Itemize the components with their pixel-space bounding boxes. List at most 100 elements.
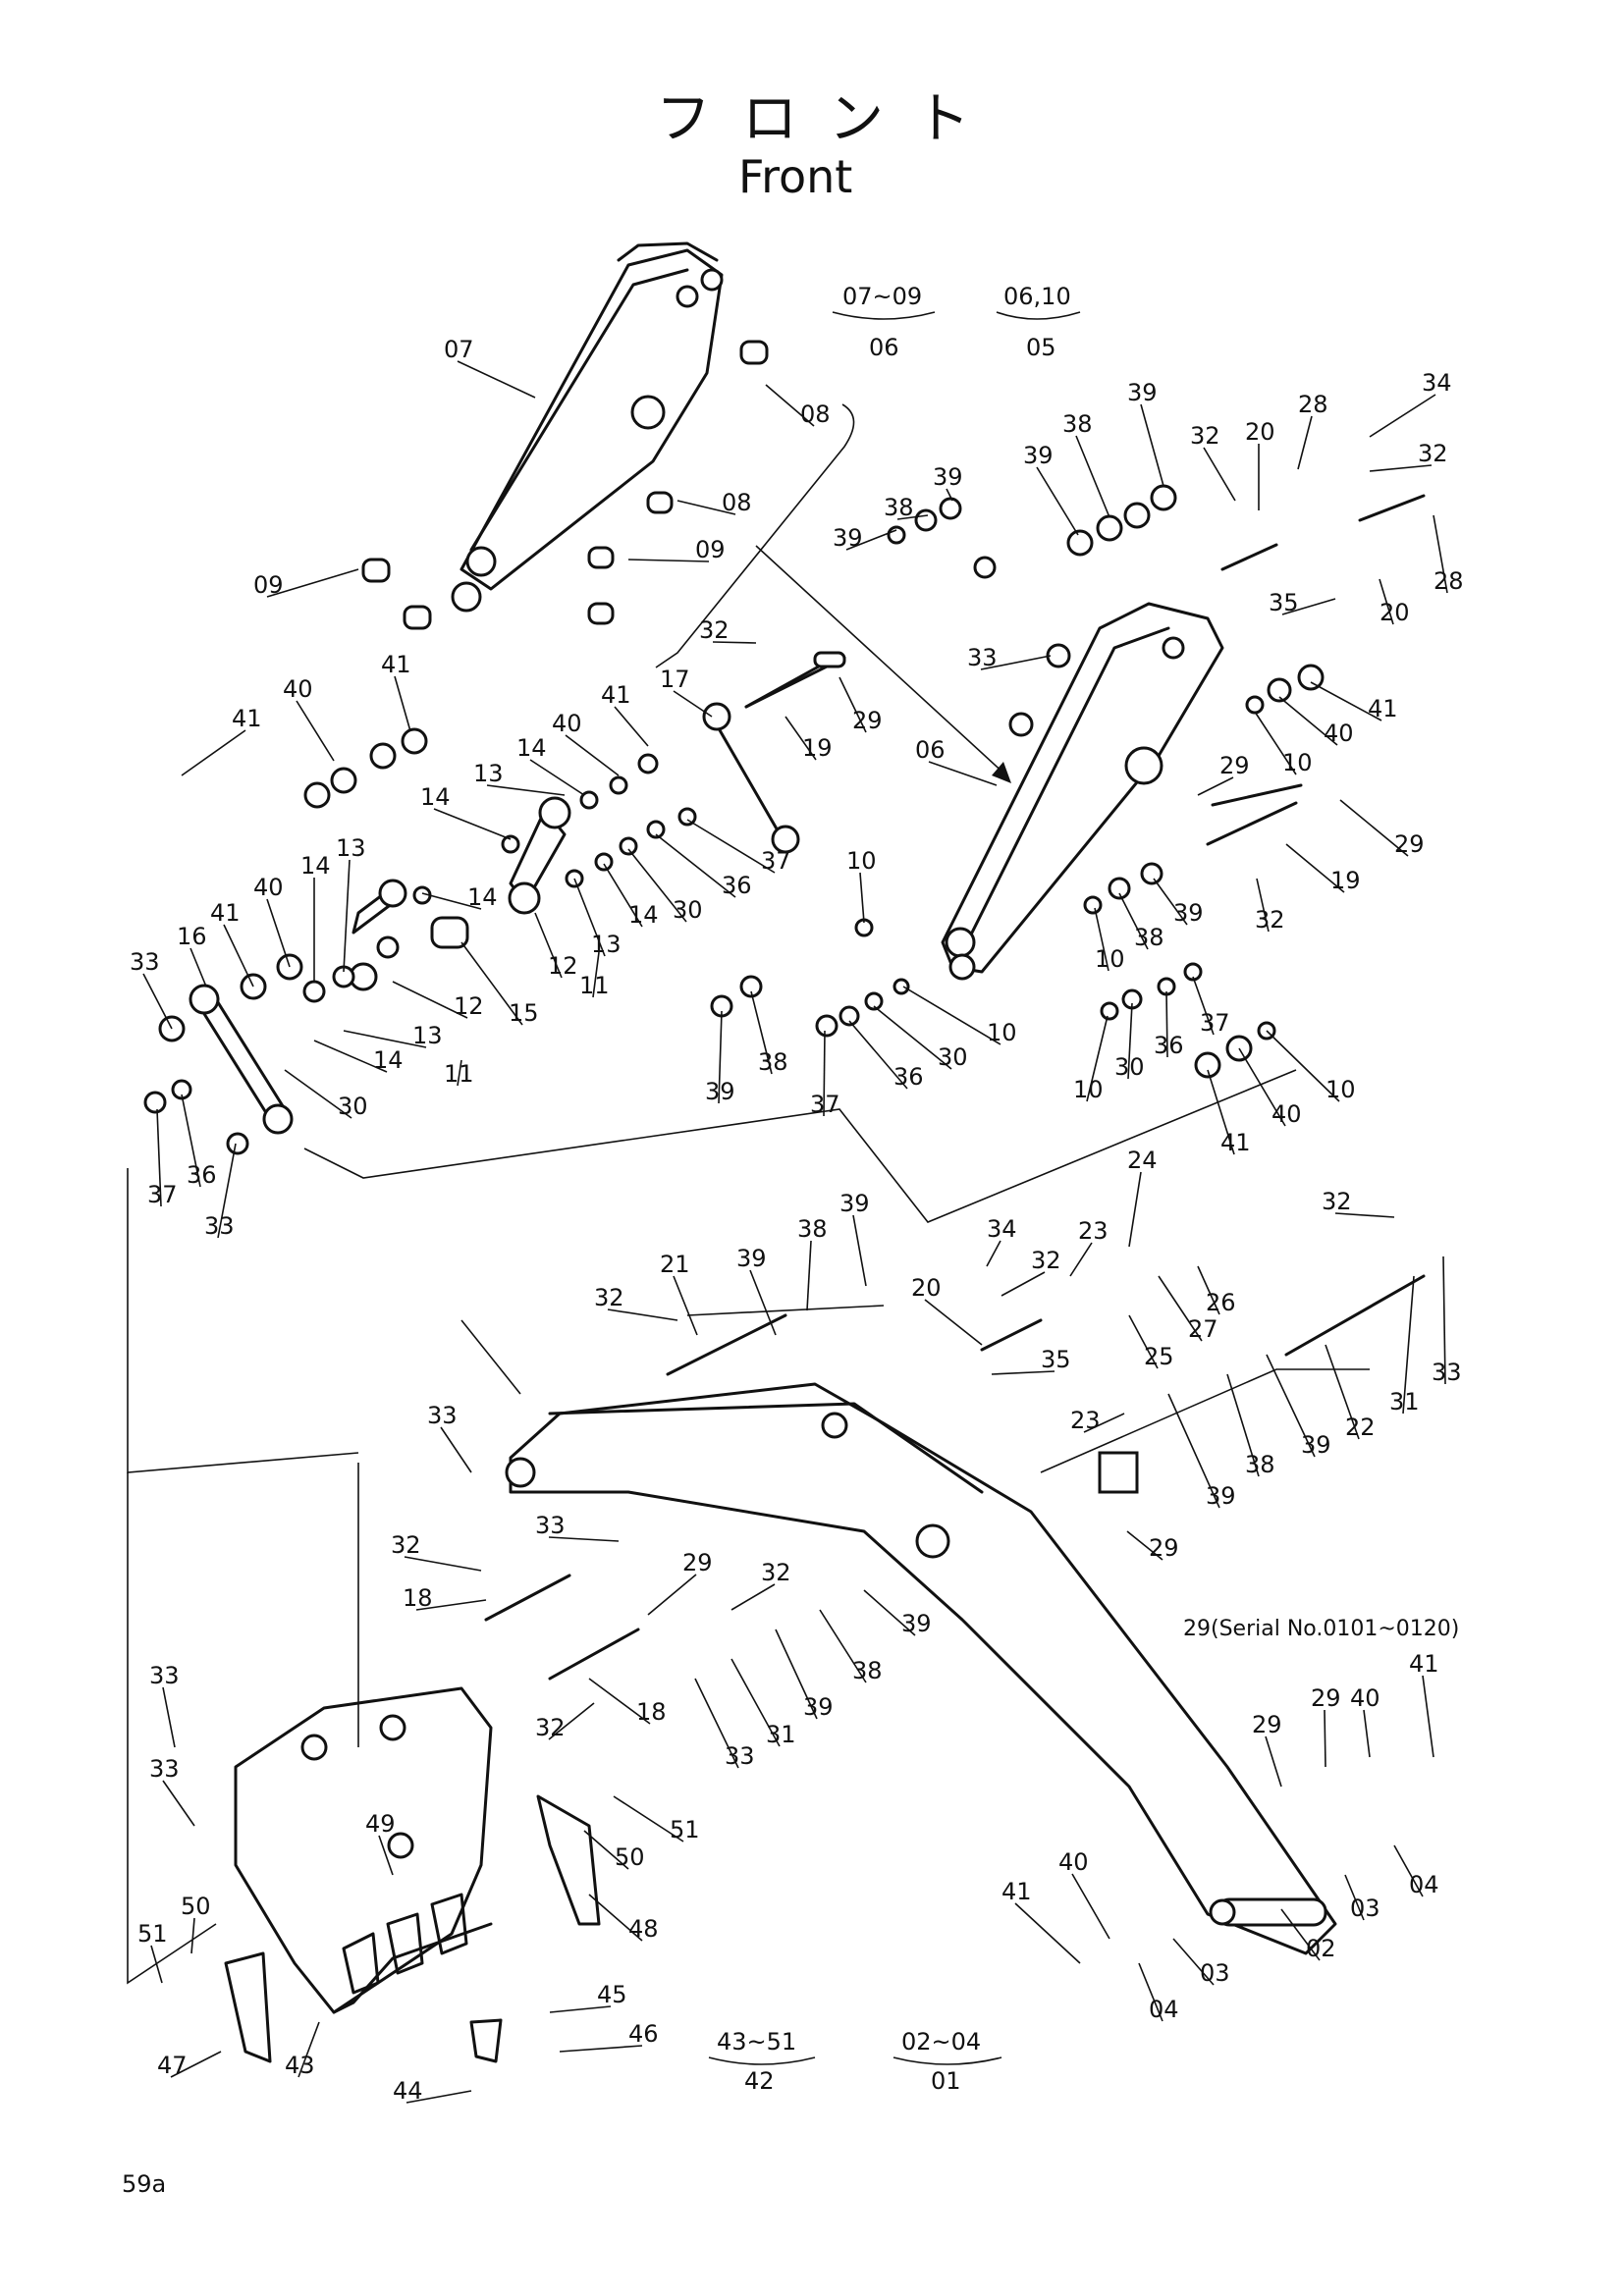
callout-leader — [839, 676, 867, 733]
callout-leader — [896, 514, 929, 520]
callout-leader — [406, 2090, 472, 2104]
part-number-label: 39 — [833, 524, 863, 552]
callout-leader — [614, 706, 649, 747]
callout-leader — [1339, 799, 1409, 857]
title-english: Front — [738, 150, 852, 203]
part-number-label: 40 — [1271, 1100, 1302, 1128]
callout-leader — [712, 641, 757, 644]
callout-leader — [1118, 892, 1149, 950]
part-number-label: 39 — [1173, 899, 1204, 927]
callout-leader — [627, 848, 687, 923]
part-number-label: 18 — [636, 1698, 667, 1726]
serial-note: 29(Serial No.0101~0120) — [1183, 1617, 1459, 1641]
callout-leader — [296, 700, 335, 762]
part-number-label: 41 — [381, 651, 411, 678]
callout-leader — [313, 1040, 388, 1073]
part-number-label: 39 — [705, 1078, 735, 1105]
part-number-label: 37 — [810, 1091, 840, 1118]
part-number-label: 36 — [722, 872, 752, 899]
callout-leader — [1153, 878, 1188, 926]
part-number-label: 14 — [420, 783, 451, 811]
callout-leader — [284, 1069, 352, 1119]
part-number-label: 28 — [1298, 391, 1328, 418]
callout-leader — [863, 1589, 916, 1636]
part-number-label: 30 — [338, 1093, 368, 1120]
part-number-label: 40 — [1058, 1848, 1089, 1876]
part-number-label: 33 — [130, 948, 160, 976]
title-japanese: フロント — [656, 87, 1001, 151]
part-number-label: 37 — [147, 1181, 178, 1208]
part-number-label: 02 — [1306, 1935, 1336, 1962]
callout-leader — [676, 500, 736, 515]
callout-leader — [1192, 976, 1215, 1036]
callout-leader — [986, 1240, 1001, 1267]
part-number-label: 12 — [548, 952, 578, 980]
part-number-label: 40 — [1324, 720, 1354, 747]
part-number-label: 03 — [1200, 1959, 1230, 1987]
callout-leader — [1369, 394, 1436, 438]
callout-leader — [378, 1835, 394, 1876]
callout-leader — [1138, 1962, 1163, 2022]
part-number-label: 32 — [1322, 1188, 1352, 1215]
assembly-arrow — [755, 545, 1007, 776]
group-range-07-09: 07~09 — [842, 283, 922, 310]
callout-leader — [1036, 466, 1079, 536]
callout-leader — [392, 981, 468, 1019]
part-number-label: 14 — [628, 901, 659, 929]
callout-leader — [1158, 1275, 1203, 1342]
callout-leader — [775, 1629, 818, 1720]
callout-leader — [1140, 403, 1164, 487]
callout-leader — [343, 1030, 427, 1048]
part-number-label: 11 — [444, 1060, 474, 1088]
part-number-label: 20 — [1245, 418, 1275, 446]
callout-leader — [730, 1583, 776, 1611]
callout-leader — [647, 1574, 697, 1616]
callout-leader — [1344, 1874, 1365, 1921]
part-number-label: 06 — [915, 736, 946, 764]
part-number-label: 39 — [1127, 379, 1158, 406]
callout-leader — [1281, 598, 1336, 615]
bucket-drawing — [224, 1686, 601, 2063]
part-number-label: 32 — [535, 1714, 566, 1741]
part-number-label: 10 — [846, 847, 877, 875]
part-number-label: 37 — [761, 847, 791, 875]
callout-leader — [603, 863, 643, 928]
callout-leader — [1094, 907, 1109, 972]
arm-06-drawing — [941, 602, 1224, 981]
part-number-label: 33 — [204, 1212, 235, 1240]
callout-leader — [162, 1686, 176, 1748]
callout-leader — [1127, 1002, 1133, 1080]
part-number-label: 39 — [736, 1245, 767, 1272]
callout-leader — [181, 729, 246, 776]
callout-leader — [902, 986, 1001, 1045]
callout-leader — [217, 1143, 237, 1239]
part-number-label: 33 — [427, 1402, 458, 1429]
callout-leader — [1197, 776, 1234, 796]
callout-leader — [433, 808, 512, 840]
part-number-label: 48 — [628, 1915, 659, 1943]
callout-leader — [415, 1599, 487, 1611]
callout-leader — [170, 2051, 222, 2078]
assembly-group-labels: 07~09 06 06,10 05 43~51 42 02~04 01 — [708, 283, 1081, 2095]
callout-leader — [142, 973, 173, 1030]
callout-leader — [1197, 1265, 1220, 1315]
callout-leader — [1207, 1069, 1235, 1155]
callout-leader — [1265, 1735, 1282, 1788]
callout-leader — [162, 1780, 195, 1827]
callout-leader — [819, 1609, 867, 1683]
part-number-label: 38 — [1134, 924, 1164, 951]
group-parent-01: 01 — [931, 2067, 961, 2095]
part-number-label: 41 — [1368, 695, 1398, 722]
callout-leader — [1266, 1354, 1316, 1458]
callout-leader — [1128, 1314, 1159, 1369]
part-number-label: 14 — [516, 734, 547, 762]
part-number-label: 38 — [1245, 1451, 1275, 1478]
washers-drawing — [143, 484, 1325, 1155]
callout-leader — [440, 1426, 472, 1473]
callout-leader — [223, 924, 254, 988]
group-bracket — [655, 403, 855, 668]
page-number: 59a — [122, 2170, 166, 2198]
callout-leader — [1285, 843, 1345, 893]
callout-leader — [592, 951, 600, 998]
callout-leader — [588, 1894, 643, 1942]
